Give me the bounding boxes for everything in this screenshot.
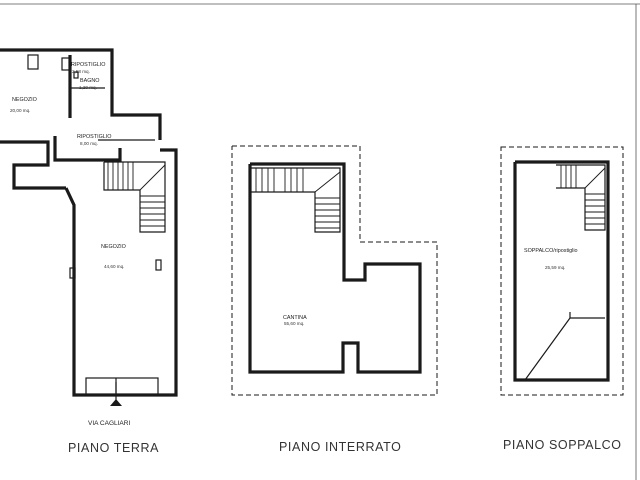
room-area: 25,59 mq. [545, 265, 565, 270]
column-left [69, 267, 76, 279]
street-name: VIA CAGLIARI [88, 420, 130, 427]
room-area: 44,60 mq. [104, 264, 124, 269]
staircase-terra [103, 161, 166, 233]
pillar [27, 54, 39, 70]
room-name: NEGOZIO [101, 244, 126, 250]
room-name: RIPOSTIGLIO [77, 134, 111, 140]
room-area: 8,00 mq. [80, 141, 98, 146]
column-right [155, 259, 162, 271]
staircase-interrato [250, 167, 341, 233]
wall-upper-bottom [0, 140, 66, 190]
piano-terra-plan: NEGOZIO 20,00 mq. RIPOSTIGLIO 2,58 mq. B… [0, 48, 178, 427]
piano-interrato-plan: CANTINA 55,60 mq. [231, 145, 438, 396]
wall-cantina [248, 162, 422, 374]
outline-dashed [231, 145, 438, 396]
void-edge [569, 312, 605, 319]
void-diagonal [524, 317, 571, 381]
room-name: SOPPALCO/ripostiglio [524, 248, 578, 254]
wall-main-shop [64, 148, 178, 397]
room-area: 1,20 mq. [79, 85, 97, 90]
niche [61, 57, 71, 71]
room-area: 2,58 mq. [72, 69, 90, 74]
wall-upper-right [0, 48, 162, 140]
room-area: 55,60 mq. [284, 321, 304, 326]
plan-title-soppalco: PIANO SOPPALCO [503, 438, 622, 452]
entrance-arrow-icon [110, 399, 122, 406]
shop-window [85, 377, 159, 396]
room-name: BAGNO [80, 78, 99, 84]
fixture [73, 71, 79, 79]
plan-title-terra: PIANO TERRA [68, 441, 160, 455]
plan-title-interrato: PIANO INTERRATO [279, 440, 402, 454]
room-name: CANTINA [283, 315, 307, 321]
outline-dashed [500, 146, 624, 396]
wall-soppalco [513, 160, 610, 382]
wall-corridor [53, 136, 122, 162]
room-name: NEGOZIO [12, 97, 37, 103]
piano-soppalco-plan: SOPPALCO/ripostiglio 25,59 mq. [500, 146, 624, 396]
staircase-soppalco [556, 164, 606, 231]
room-area: 20,00 mq. [10, 108, 30, 113]
room-name: RIPOSTIGLIO [71, 62, 105, 68]
